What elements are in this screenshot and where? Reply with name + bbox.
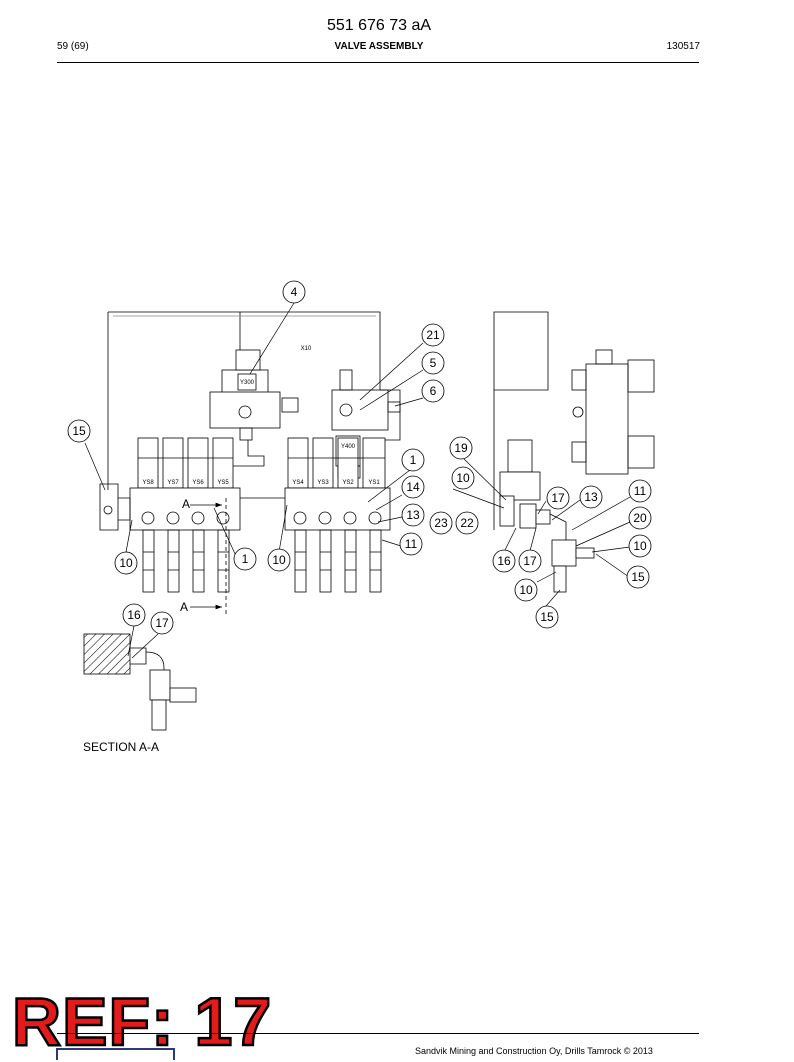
valve-tag-ys6: YS6: [192, 480, 204, 486]
callouts: [67, 280, 652, 635]
callout-22: 22: [460, 516, 474, 530]
manifold-left: [129, 487, 241, 531]
valve-tag-ys3: YS3: [317, 480, 329, 486]
callout-17: 17: [523, 554, 537, 568]
valve-tag-ys4: YS4: [292, 480, 304, 486]
valve-tag-y400: Y400: [341, 444, 356, 450]
footer-copyright: Sandvik Mining and Construction Oy, Dril…: [415, 1046, 653, 1056]
callout-16: 16: [127, 608, 141, 622]
callout-1: 1: [410, 453, 417, 467]
valve-tag-ys2: YS2: [342, 480, 354, 486]
callout-13: 13: [406, 508, 420, 522]
callout-10: 10: [633, 539, 647, 553]
doc-date: 130517: [666, 41, 700, 52]
valve-tag-x10: X10: [301, 346, 312, 352]
solenoid-valve-side: [585, 363, 629, 475]
section-mark-a-top: A: [182, 497, 190, 511]
footer-rule: [57, 1033, 699, 1034]
valve-tag-ys5: YS5: [217, 480, 229, 486]
callout-10: 10: [519, 583, 533, 597]
callout-13: 13: [584, 490, 598, 504]
inlet-fitting: [99, 483, 131, 531]
callout-17: 17: [551, 491, 565, 505]
header-rule: [57, 62, 699, 63]
callout-15: 15: [540, 610, 554, 624]
callout-4: 4: [291, 285, 298, 299]
callout-20: 20: [633, 511, 647, 525]
callout-10: 10: [119, 556, 133, 570]
callout-1: 1: [242, 552, 249, 566]
callout-11: 11: [634, 484, 647, 498]
valve-tag-ys8: YS8: [142, 480, 154, 486]
callout-14: 14: [406, 480, 420, 494]
valve-tag-y300: Y300: [240, 380, 255, 386]
page-label: 59 (69): [57, 41, 89, 52]
doc-number: 551 676 73 aA: [326, 17, 432, 34]
callout-10: 10: [272, 553, 286, 567]
port-fittings: [141, 511, 382, 525]
callout-6: 6: [430, 384, 437, 398]
manifold-right: [284, 487, 391, 531]
callout-19: 19: [454, 441, 468, 455]
hose-fittings: [142, 529, 382, 593]
callout-11: 11: [405, 537, 418, 551]
callout-23: 23: [434, 516, 448, 530]
valve-tag-ys1: YS1: [368, 480, 380, 486]
callout-10: 10: [456, 471, 470, 485]
doc-title: VALVE ASSEMBLY: [334, 41, 424, 52]
side-view-frame: [493, 311, 549, 530]
section-label: SECTION A-A: [83, 740, 160, 754]
callout-15: 15: [72, 424, 86, 438]
footer-logo: [56, 1048, 175, 1060]
callout-17: 17: [155, 616, 169, 630]
callout-5: 5: [430, 356, 437, 370]
section-mark-a-bottom: A: [180, 600, 188, 614]
callout-16: 16: [497, 554, 511, 568]
valve-tag-ys7: YS7: [167, 480, 179, 486]
section-block: [83, 633, 131, 675]
callout-21: 21: [426, 328, 440, 342]
callout-15: 15: [631, 570, 645, 584]
solenoids-right: [287, 437, 386, 489]
